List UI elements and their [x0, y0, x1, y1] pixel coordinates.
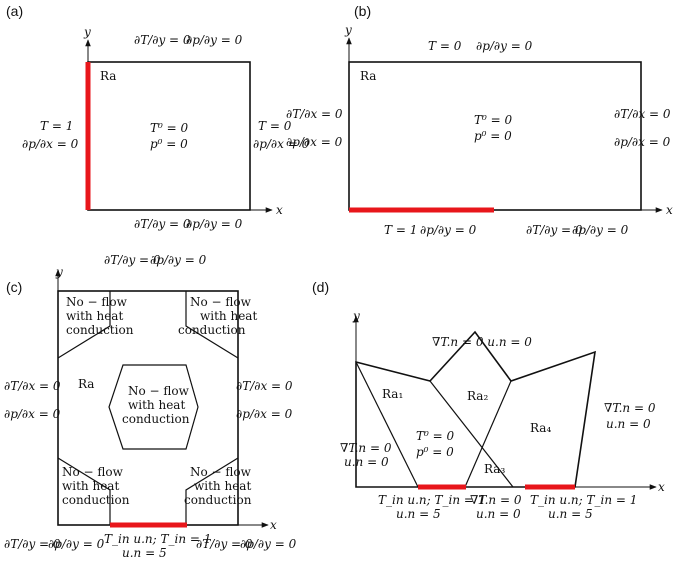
panel-b: (b) y x Ra T = 0 ∂p/∂y = 0 ∂T/∂x = 0 ∂p/… [286, 3, 673, 237]
panel-c-ra: Ra [78, 377, 94, 391]
panel-a-initial-2: p⁰ = 0 [150, 137, 188, 151]
panel-d-right-bc-1: ∇T.n = 0 [604, 401, 656, 415]
panel-c-bl-text-1: No − flow [62, 465, 124, 479]
panel-c-top-bc-1: ∂T/∂y = 0 [104, 253, 161, 267]
panel-a-top-bc-2: ∂p/∂y = 0 [186, 33, 243, 47]
panel-a-left-bc-1: T = 1 [40, 119, 73, 133]
panel-c-obstacle-bottom-right [185, 457, 239, 525]
panel-d-divider-2 [429, 380, 514, 488]
panel-a-domain [87, 61, 251, 211]
panel-a: (a) y x Ra ∂T/∂y = 0 ∂p/∂y = 0 ∂T/∂y = 0… [6, 3, 310, 231]
panel-c-left-bc-2: ∂p/∂x = 0 [4, 407, 61, 421]
panel-d-divider-3 [464, 380, 512, 488]
panel-d-region-3: Ra₃ [484, 462, 505, 476]
panel-c-bl-text-2: with heat [62, 479, 119, 493]
panel-d-region-4: Ra₄ [530, 421, 551, 435]
panel-c-tr-text-1: No − flow [190, 295, 252, 309]
panel-a-right-bc-2: ∂p/∂x = 0 [253, 137, 310, 151]
panel-c-hex-text-2: with heat [128, 398, 185, 412]
panel-b-bottom-hot-bc-1: T = 1 [384, 223, 417, 237]
panel-b-bottom-hot-bc-2: ∂p/∂y = 0 [420, 223, 477, 237]
panel-d-domain [355, 330, 596, 488]
panel-b-initial-2: p⁰ = 0 [474, 129, 512, 143]
panel-a-initial-1: T⁰ = 0 [150, 121, 188, 135]
panel-d-mid-bottom-bc-1: ∇T.n = 0 [470, 493, 522, 507]
panel-c-obstacle-bottom-left [57, 457, 111, 525]
panel-d-inlet1-bc-2: u.n = 5 [396, 507, 441, 521]
panel-d-right-bc-2: u.n = 0 [606, 417, 651, 431]
panel-d-mid-bottom-bc-2: u.n = 0 [476, 507, 521, 521]
panel-c-x-axis-label: x [270, 518, 277, 532]
panel-a-left-bc-2: ∂p/∂x = 0 [22, 137, 79, 151]
panel-c-top-bc-2: ∂p/∂y = 0 [150, 253, 207, 267]
panel-d: (d) y x Ra₁ Ra₂ Ra₃ Ra₄ T⁰ = 0 p⁰ = 0 ∇T… [312, 279, 665, 521]
panel-c-bottom-left-bc-2: ∂p/∂y = 0 [48, 537, 105, 551]
panel-b-right-bc-1: ∂T/∂x = 0 [614, 107, 671, 121]
panel-a-top-bc-1: ∂T/∂y = 0 [134, 33, 191, 47]
panel-c-tl-text-1: No − flow [66, 295, 128, 309]
panel-a-bottom-bc-1: ∂T/∂y = 0 [134, 217, 191, 231]
panel-b-initial-1: T⁰ = 0 [474, 113, 512, 127]
panel-d-left-bc-2: u.n = 0 [344, 455, 389, 469]
panel-c-br-text-2: with heat [194, 479, 251, 493]
panel-c-obstacle-top-left [57, 291, 111, 359]
panel-b-label: (b) [354, 3, 371, 19]
panel-d-divider-1 [355, 361, 419, 488]
panel-d-x-axis-label: x [658, 480, 665, 494]
panel-d-initial-1: T⁰ = 0 [416, 429, 454, 443]
panel-d-y-axis-label: y [352, 309, 360, 323]
panel-b-left-bc-2: ∂p/∂x = 0 [286, 135, 343, 149]
panel-a-ra: Ra [100, 69, 116, 83]
panel-c-tr-text-3: conduction [178, 323, 246, 337]
panel-c-left-bc-1: ∂T/∂x = 0 [4, 379, 61, 393]
panel-a-bottom-bc-2: ∂p/∂y = 0 [186, 217, 243, 231]
panel-c-bottom-left-bc-1: ∂T/∂y = 0 [4, 537, 61, 551]
panel-c-bottom-right-bc-2: ∂p/∂y = 0 [240, 537, 297, 551]
panel-b-ra: Ra [360, 69, 376, 83]
panel-d-region-1: Ra₁ [382, 387, 403, 401]
panel-c-br-text-1: No − flow [190, 465, 252, 479]
panel-c-inlet-bc-2: u.n = 5 [122, 546, 167, 560]
panel-c-br-text-3: conduction [184, 493, 252, 507]
panel-b-top-bc-2: ∂p/∂y = 0 [476, 39, 533, 53]
panel-c-y-axis-label: y [55, 265, 63, 279]
panel-c-bl-text-3: conduction [62, 493, 130, 507]
panel-c-obstacle-hexagon [108, 364, 199, 450]
panel-c-right-bc-1: ∂T/∂x = 0 [236, 379, 293, 393]
panel-c-hex-text-3: conduction [122, 412, 190, 426]
panel-b-top-bc-1: T = 0 [428, 39, 462, 53]
panel-c-bottom-right-bc-1: ∂T/∂y = 0 [196, 537, 253, 551]
panel-c-label: (c) [6, 279, 22, 295]
panel-b-x-axis-label: x [666, 203, 673, 217]
panel-d-inlet2-bc-1: T_in u.n; T_in = 1 [530, 493, 637, 507]
panel-d-inlet2-bc-2: u.n = 5 [548, 507, 593, 521]
panel-c-tr-text-2: with heat [200, 309, 257, 323]
panel-a-label: (a) [6, 3, 23, 19]
panel-b-right-bc-2: ∂p/∂x = 0 [614, 135, 671, 149]
panel-b-y-axis-label: y [344, 23, 352, 37]
panel-c-tl-text-2: with heat [66, 309, 123, 323]
panel-a-y-axis-label: y [83, 25, 91, 39]
panel-d-inlet1-bc-1: T_in u.n; T_in = 1 [378, 493, 485, 507]
panel-d-label: (d) [312, 279, 329, 295]
panel-d-top-bc: ∇T.n = 0 u.n = 0 [432, 335, 532, 349]
panel-c-obstacle-top-right [185, 291, 239, 359]
panel-c-hex-text-1: No − flow [128, 384, 190, 398]
panel-c-right-bc-2: ∂p/∂x = 0 [236, 407, 293, 421]
panel-b-bottom-rest-bc-2: ∂p/∂y = 0 [572, 223, 629, 237]
panel-c-tl-text-3: conduction [66, 323, 134, 337]
panel-c: (c) y x Ra No − flow with heat conductio… [4, 253, 297, 560]
panel-d-left-bc-1: ∇T.n = 0 [340, 441, 392, 455]
panel-a-x-axis-label: x [276, 203, 283, 217]
panel-d-initial-2: p⁰ = 0 [416, 445, 454, 459]
panel-b-domain [348, 61, 642, 211]
panel-d-region-2: Ra₂ [467, 389, 488, 403]
panel-b-left-bc-1: ∂T/∂x = 0 [286, 107, 343, 121]
panel-c-inlet-bc-1: T_in u.n; T_in = 1 [104, 532, 211, 546]
panel-a-right-bc-1: T = 0 [258, 119, 292, 133]
panel-b-bottom-rest-bc-1: ∂T/∂y = 0 [526, 223, 583, 237]
